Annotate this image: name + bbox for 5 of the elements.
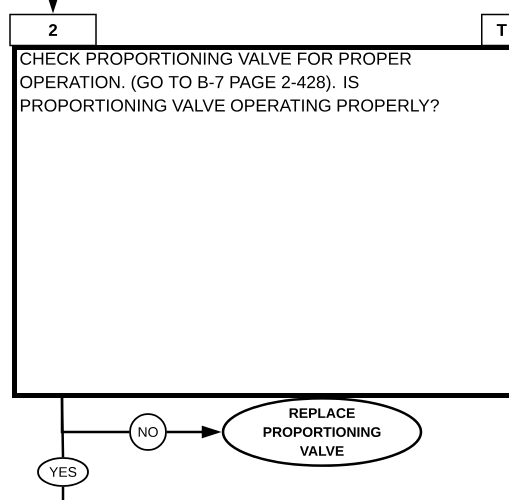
instruction-box: CHECK PROPORTIONING VALVE FOR PROPER OPERATION. (GO TO B-7 PAGE 2-428). IS PROPORTIONING VALVE OPERATING PROPERLY? [12, 45, 509, 398]
action-oval: REPLACE PROPORTIONING VALVE [222, 397, 422, 467]
decision-oval: YES [37, 457, 89, 487]
step-number-box: T [481, 14, 509, 46]
step-number-box: 2 [9, 14, 97, 46]
